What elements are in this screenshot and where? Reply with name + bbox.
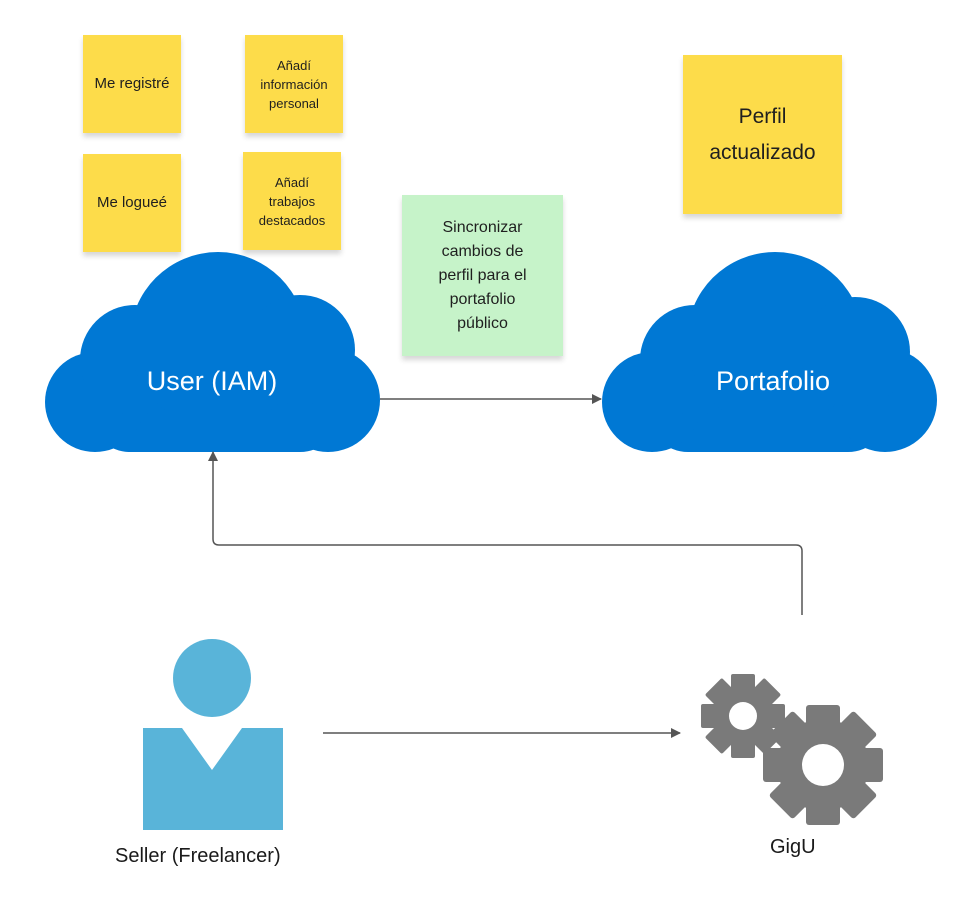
user-iam-label: User (IAM): [146, 366, 278, 396]
note-me-loguee[interactable]: Me logueé: [83, 154, 181, 252]
note-sincronizar-cambios-text: Sincronizar cambios de perfil para el po…: [438, 218, 527, 332]
note-me-registre[interactable]: Me registré: [83, 35, 181, 133]
seller-person-icon[interactable]: [143, 639, 283, 830]
note-anadi-trabajos-destacados[interactable]: Añadí trabajos destacados: [243, 152, 341, 250]
portafolio-cloud-icon[interactable]: [602, 252, 937, 452]
note-sincronizar-cambios[interactable]: Sincronizar cambios de perfil para el po…: [402, 195, 563, 356]
large-gear-icon: [763, 705, 883, 825]
arrow-gigu-to-user: [208, 451, 803, 615]
note-anadi-trabajos-destacados-text: Añadí trabajos destacados: [258, 174, 326, 228]
note-me-registre-text: Me registré: [94, 75, 170, 92]
gigu-gears-icon[interactable]: [701, 674, 883, 825]
note-me-loguee-text: Me logueé: [96, 194, 168, 211]
seller-label: Seller (Freelancer): [115, 845, 281, 867]
small-gear-icon: [701, 674, 785, 758]
portafolio-label: Portafolio: [715, 366, 831, 396]
note-perfil-actualizado[interactable]: Perfil actualizado: [683, 55, 842, 214]
note-perfil-actualizado-text: Perfil actualizado: [709, 104, 816, 164]
note-anadi-informacion-personal[interactable]: Añadí información personal: [245, 35, 343, 133]
user-iam-cloud-icon[interactable]: [45, 252, 380, 452]
note-anadi-informacion-personal-text: Añadí información personal: [260, 57, 328, 111]
gigu-label: GigU: [770, 836, 816, 858]
